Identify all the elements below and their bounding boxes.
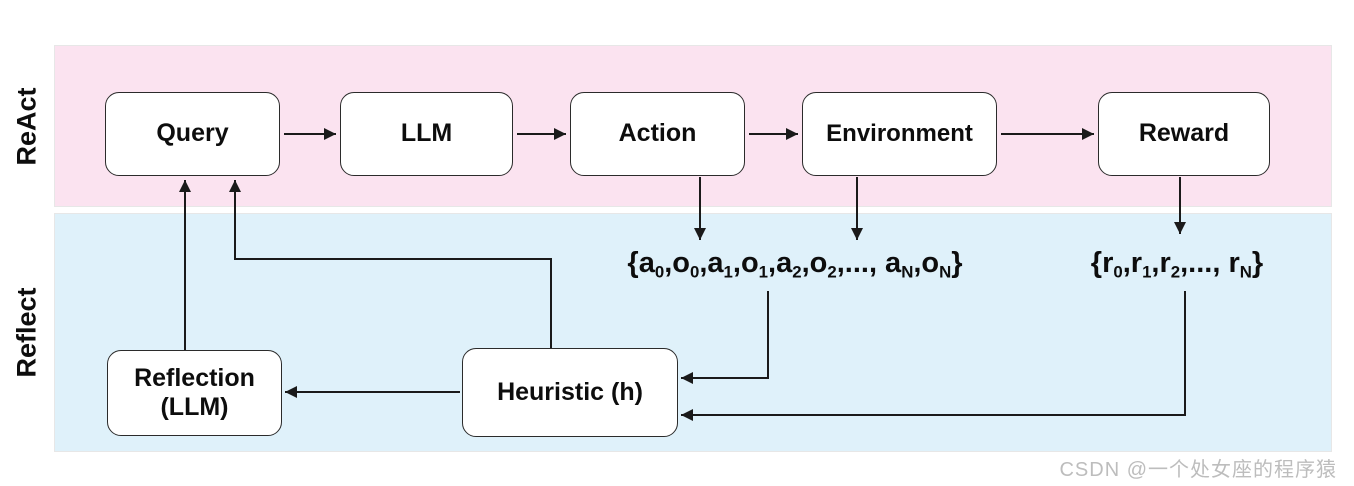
react-band-label: ReAct xyxy=(0,45,54,207)
reflect-band-label: Reflect xyxy=(0,213,54,452)
action-node-label: Action xyxy=(618,119,697,148)
llm-node: LLM xyxy=(340,92,513,176)
react-band-label-text: ReAct xyxy=(11,86,42,166)
heuristic-node: Heuristic (h) xyxy=(462,348,678,437)
trajectory-set-text: {a0,o0,a1,o1,a2,o2,..., aN,oN} xyxy=(627,247,963,282)
reflection-node-label-line2: (LLM) xyxy=(160,393,229,421)
action-node: Action xyxy=(570,92,745,176)
reward-node-label: Reward xyxy=(1138,119,1230,148)
reflect-band-label-text: Reflect xyxy=(11,287,42,378)
llm-node-label: LLM xyxy=(400,119,453,148)
environment-node-label: Environment xyxy=(826,119,973,147)
query-node-label: Query xyxy=(156,119,229,148)
heuristic-node-label: Heuristic (h) xyxy=(497,377,643,406)
reflection-node: Reflection (LLM) xyxy=(107,350,282,436)
rewards-set-text: {r0,r1,r2,..., rN} xyxy=(1090,247,1264,282)
reflection-node-label-line1: Reflection xyxy=(134,363,255,392)
reward-node: Reward xyxy=(1098,92,1270,176)
query-node: Query xyxy=(105,92,280,176)
environment-node: Environment xyxy=(802,92,997,176)
csdn-watermark: CSDN @一个处女座的程序猿 xyxy=(1059,459,1337,481)
